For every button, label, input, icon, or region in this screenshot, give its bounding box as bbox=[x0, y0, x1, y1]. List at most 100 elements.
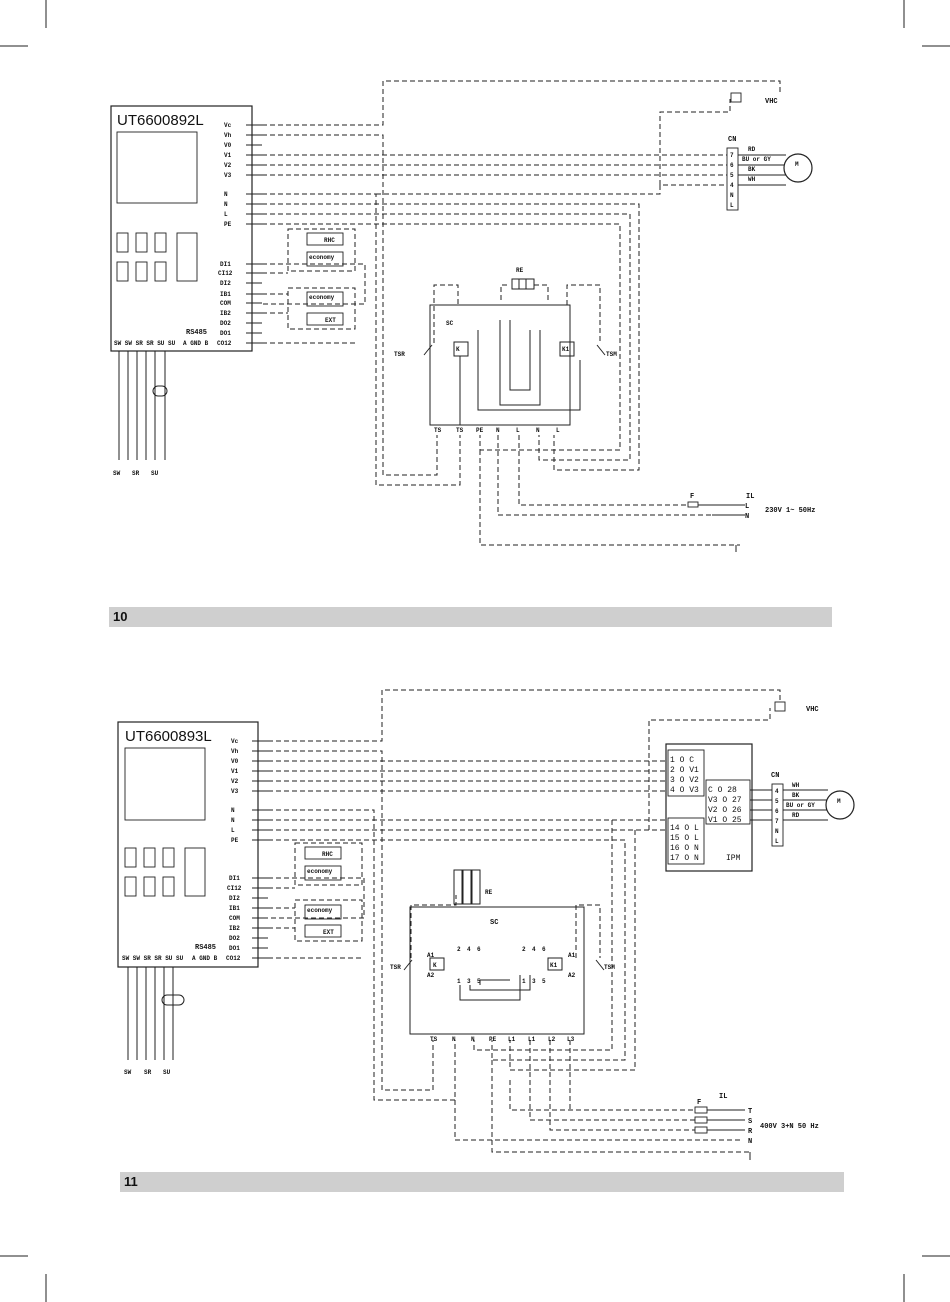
svg-text:PE: PE bbox=[231, 837, 239, 844]
cn-pins-10: 7 6 5 4 N L bbox=[730, 152, 734, 209]
svg-text:SR: SR bbox=[132, 470, 140, 477]
svg-text:EXT: EXT bbox=[323, 929, 334, 936]
ext-switch-10 bbox=[306, 312, 344, 326]
svg-text:IB1: IB1 bbox=[229, 905, 240, 912]
fuses-11 bbox=[694, 1106, 708, 1134]
svg-text:K1: K1 bbox=[550, 962, 558, 969]
svg-text:14 O L: 14 O L bbox=[670, 824, 699, 833]
svg-text:K1: K1 bbox=[562, 346, 570, 353]
svg-text:7: 7 bbox=[775, 818, 779, 825]
cn-connector-10 bbox=[726, 147, 739, 211]
wiring-11 bbox=[268, 689, 781, 1153]
svg-text:IB1: IB1 bbox=[220, 291, 231, 298]
svg-text:4: 4 bbox=[730, 182, 734, 189]
svg-text:V2 O 26: V2 O 26 bbox=[708, 806, 742, 815]
bottom-terminals-10: SW SW SR SR SU SU bbox=[114, 340, 176, 347]
svg-text:2: 2 bbox=[522, 946, 526, 953]
economy-switch-a-11 bbox=[304, 865, 342, 881]
svg-text:RD: RD bbox=[792, 812, 800, 819]
terminal-row-11: TS N N PE L1 L1 L2 L3 bbox=[430, 1036, 575, 1043]
svg-text:TSM: TSM bbox=[604, 964, 615, 971]
svg-text:4: 4 bbox=[775, 788, 779, 795]
svg-text:F: F bbox=[690, 493, 694, 501]
rs485-label-11: RS485 bbox=[195, 944, 216, 952]
svg-text:SC: SC bbox=[490, 919, 498, 927]
controller-buttons bbox=[124, 847, 206, 897]
svg-text:DI2: DI2 bbox=[220, 280, 231, 287]
svg-text:N: N bbox=[231, 807, 235, 814]
svg-text:WH: WH bbox=[792, 782, 800, 789]
svg-text:SC: SC bbox=[446, 320, 454, 327]
figure-10-bar bbox=[109, 607, 832, 627]
relay-coil-pins-11: A1 A2 A1 A2 bbox=[427, 952, 576, 979]
svg-text:4: 4 bbox=[532, 946, 536, 953]
svg-text:4 O V3: 4 O V3 bbox=[670, 786, 699, 795]
svg-text:L: L bbox=[775, 838, 779, 845]
svg-text:M: M bbox=[795, 161, 799, 168]
figure-11-diagram: UT6600893L Vc Vh V0 V1 V2 V3 N N L PE DI… bbox=[117, 689, 855, 1160]
relay-section-10 bbox=[423, 278, 745, 552]
svg-text:N: N bbox=[748, 1138, 752, 1146]
bottom-terminals-11: SW SW SR SR SU SU bbox=[122, 955, 184, 962]
svg-text:6: 6 bbox=[542, 946, 546, 953]
svg-text:VHC: VHC bbox=[806, 706, 819, 714]
svg-text:V0: V0 bbox=[231, 758, 239, 765]
svg-text:PE: PE bbox=[489, 1036, 497, 1043]
svg-text:15 O L: 15 O L bbox=[670, 834, 699, 843]
cn-connector-11 bbox=[771, 783, 784, 847]
svg-text:L3: L3 bbox=[567, 1036, 575, 1043]
svg-text:2: 2 bbox=[457, 946, 461, 953]
svg-text:VHC: VHC bbox=[765, 98, 778, 106]
svg-text:TS: TS bbox=[456, 427, 464, 434]
svg-text:1 O C: 1 O C bbox=[670, 756, 694, 765]
svg-text:V1 O 25: V1 O 25 bbox=[708, 816, 742, 825]
svg-text:TS: TS bbox=[434, 427, 442, 434]
rhc-switch-11 bbox=[304, 846, 342, 860]
controller-model: UT6600893L bbox=[125, 728, 212, 745]
svg-text:L: L bbox=[224, 211, 228, 218]
fuse-10 bbox=[687, 501, 699, 508]
svg-text:DO1: DO1 bbox=[220, 330, 231, 337]
svg-text:DO2: DO2 bbox=[229, 935, 240, 942]
svg-text:N: N bbox=[730, 192, 734, 199]
svg-text:N: N bbox=[775, 828, 779, 835]
svg-text:F: F bbox=[697, 1099, 701, 1107]
svg-text:Vh: Vh bbox=[231, 748, 239, 755]
svg-text:K: K bbox=[433, 962, 437, 969]
svg-text:BU or GY: BU or GY bbox=[786, 802, 815, 809]
svg-text:3 O V2: 3 O V2 bbox=[670, 776, 699, 785]
svg-text:5: 5 bbox=[542, 978, 546, 985]
svg-text:economy: economy bbox=[309, 254, 335, 261]
svg-text:6: 6 bbox=[477, 946, 481, 953]
svg-text:R: R bbox=[748, 1128, 753, 1136]
svg-text:N: N bbox=[536, 427, 540, 434]
svg-text:economy: economy bbox=[307, 868, 333, 875]
svg-text:PE: PE bbox=[476, 427, 484, 434]
supply-lines-11: T S R N bbox=[748, 1108, 753, 1146]
svg-text:C O 28: C O 28 bbox=[708, 786, 737, 795]
svg-text:L: L bbox=[516, 427, 520, 434]
svg-text:N: N bbox=[471, 1036, 475, 1043]
svg-text:EXT: EXT bbox=[325, 317, 336, 324]
terminal-labels-10: Vc Vh V0 V1 V2 V3 N N L PE DI1 CI12 DI2 … bbox=[217, 122, 233, 347]
svg-text:2 O V1: 2 O V1 bbox=[670, 766, 699, 775]
figure-11-number: 11 bbox=[124, 1174, 138, 1189]
svg-text:RHC: RHC bbox=[324, 237, 335, 244]
supply-11: 400V 3+N 50 Hz bbox=[760, 1123, 819, 1131]
svg-text:CN: CN bbox=[771, 772, 779, 780]
motor-11 bbox=[825, 790, 855, 820]
economy-switch-b-11 bbox=[304, 904, 342, 920]
svg-text:L: L bbox=[556, 427, 560, 434]
svg-text:M: M bbox=[837, 798, 841, 805]
svg-text:1: 1 bbox=[457, 978, 461, 985]
svg-text:DI2: DI2 bbox=[229, 895, 240, 902]
svg-text:V3 O 27: V3 O 27 bbox=[708, 796, 742, 805]
svg-text:RHC: RHC bbox=[322, 851, 333, 858]
economy-switch-b-10 bbox=[306, 291, 344, 307]
rs485-pins-11: A GND B bbox=[192, 955, 218, 962]
svg-text:BK: BK bbox=[792, 792, 800, 799]
svg-text:L1: L1 bbox=[508, 1036, 516, 1043]
motor-10 bbox=[783, 153, 813, 183]
figure-10-number: 10 bbox=[113, 609, 128, 624]
